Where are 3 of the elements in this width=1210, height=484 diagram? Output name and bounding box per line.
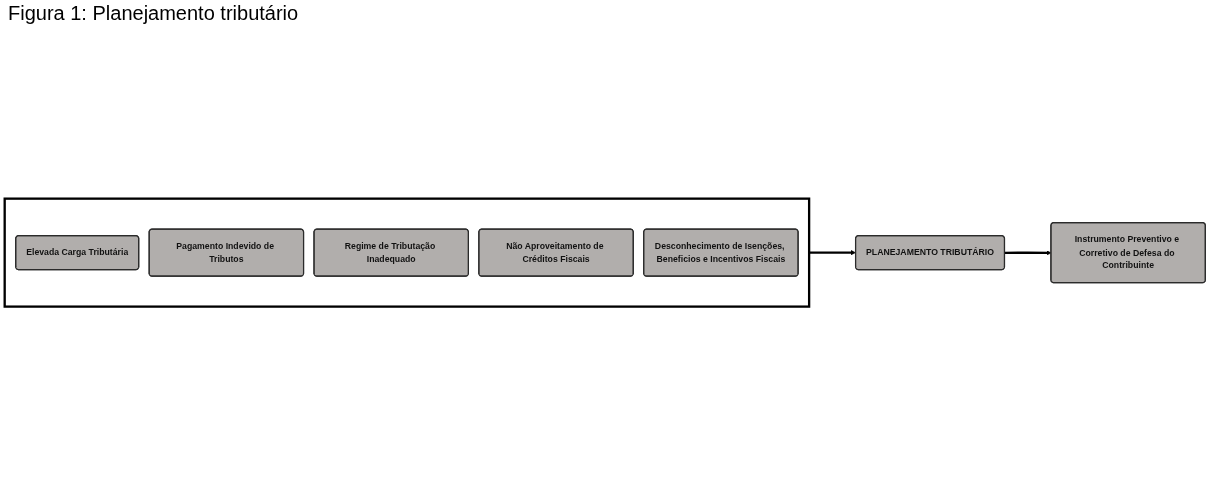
cluster xyxy=(3,197,811,309)
arrow xyxy=(809,250,856,256)
figure-title: Figura 1: Planejamento tributário xyxy=(7,1,300,26)
